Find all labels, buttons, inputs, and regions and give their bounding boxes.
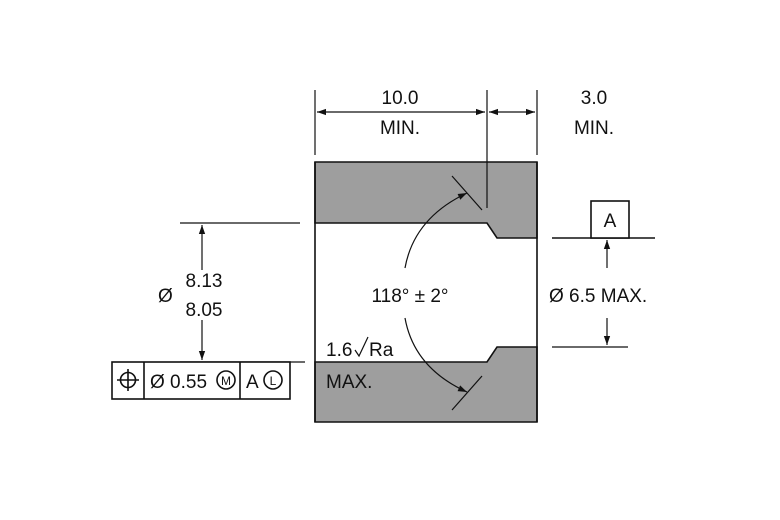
max-material-condition-icon [216, 370, 236, 390]
counterbore-qualifier: MIN. [574, 118, 614, 139]
angle-arc-lower [404, 317, 468, 393]
part-section-top [314, 161, 538, 239]
fcf-datum-modifier: L [270, 374, 277, 388]
od-lower-limit: 8.05 [186, 300, 223, 321]
fcf-tolerance-value: Ø 0.55 [150, 372, 207, 393]
least-material-condition-icon [263, 370, 283, 390]
angle-arc-upper [404, 192, 468, 269]
fcf-datum-reference: A [246, 372, 259, 393]
surface-finish-value: 1.6 [326, 340, 352, 361]
bore-length-qualifier: MIN. [380, 118, 420, 139]
bore-length-value: 10.0 [382, 88, 419, 109]
angle-extension-upper [451, 175, 483, 211]
fcf-material-modifier: M [221, 374, 231, 388]
id-max-value: Ø 6.5 MAX. [549, 286, 647, 307]
angle-extension-lower [451, 375, 483, 411]
surface-finish-check-icon [354, 336, 369, 358]
position-tolerance-icon [117, 369, 139, 391]
od-diameter-symbol: Ø [158, 286, 173, 307]
feature-control-frame: Ø 0.55 M A L [111, 361, 291, 400]
chamfer-angle-label: 118° ± 2° [371, 286, 448, 307]
counterbore-value: 3.0 [581, 88, 607, 109]
od-upper-limit: 8.13 [186, 271, 223, 292]
datum-a-frame [590, 200, 630, 239]
surface-finish-qualifier: MAX. [326, 372, 372, 393]
datum-a-label: A [604, 211, 617, 232]
surface-finish-unit: Ra [369, 340, 394, 361]
